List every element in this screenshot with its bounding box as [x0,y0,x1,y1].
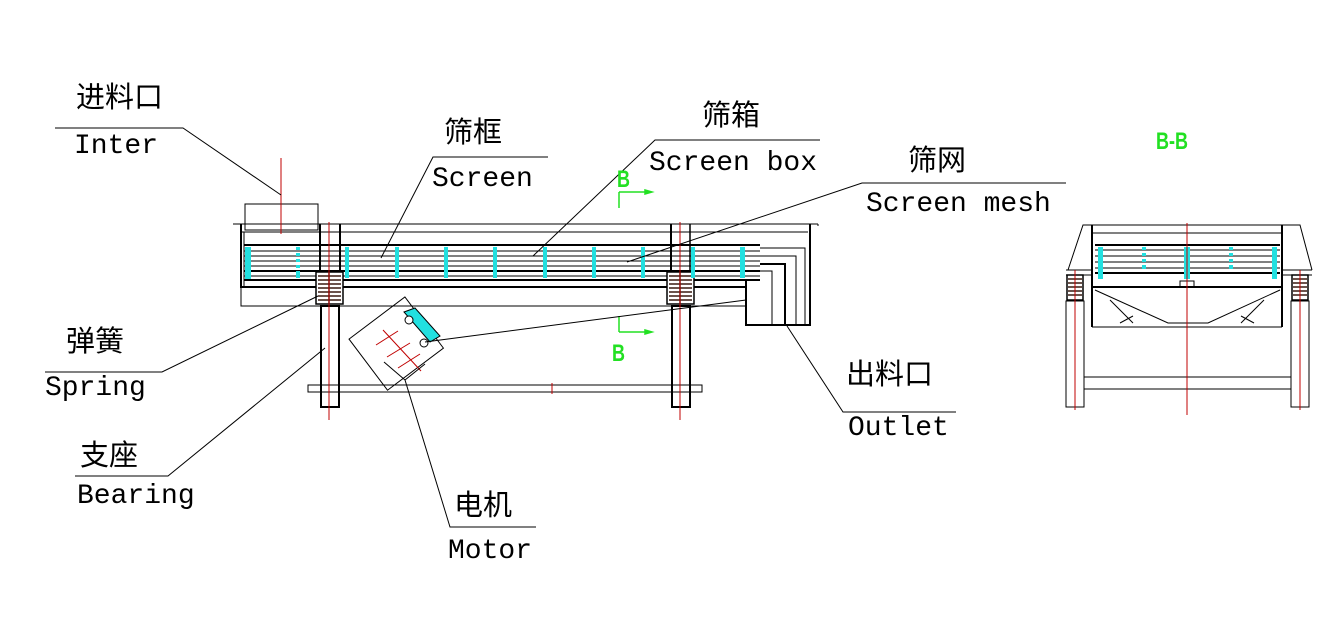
label-screen-box-zh: 筛箱 [702,98,761,132]
label-motor-zh: 电机 [454,488,513,522]
section-view-title: B-B [1156,128,1188,155]
section-marker-arrows [619,190,652,334]
centerlines-side [281,158,680,420]
label-outlet-zh: 出料口 [846,357,934,391]
label-screen-mesh-zh: 筛网 [908,143,967,177]
label-bearing-zh: 支座 [80,438,139,472]
side-view [233,204,818,407]
leader-lines [45,128,1066,527]
label-spring-zh: 弹簧 [66,324,125,358]
section-marker-top: B [617,166,631,193]
motor-centerlines [376,330,421,371]
label-inlet-en: Inter [74,131,159,162]
mesh-supports-side [245,247,745,279]
motor-mount [404,308,440,348]
label-outlet-en: Outlet [848,413,949,444]
label-screen-zh: 筛框 [444,115,503,149]
bearing-right [672,306,690,407]
bearing-left [321,306,339,407]
label-spring-en: Spring [45,373,146,404]
label-screen-box-en: Screen box [649,148,818,179]
label-bearing-en: Bearing [77,481,195,512]
label-motor-en: Motor [448,536,533,567]
label-screen-mesh-en: Screen mesh [866,189,1051,220]
section-marker-bottom: B [612,340,626,367]
outlet-chute [746,224,818,325]
label-screen-en: Screen [432,164,533,195]
base-beam [308,385,702,392]
label-inlet-zh: 进料口 [76,80,164,114]
centerlines-section [1075,223,1300,415]
